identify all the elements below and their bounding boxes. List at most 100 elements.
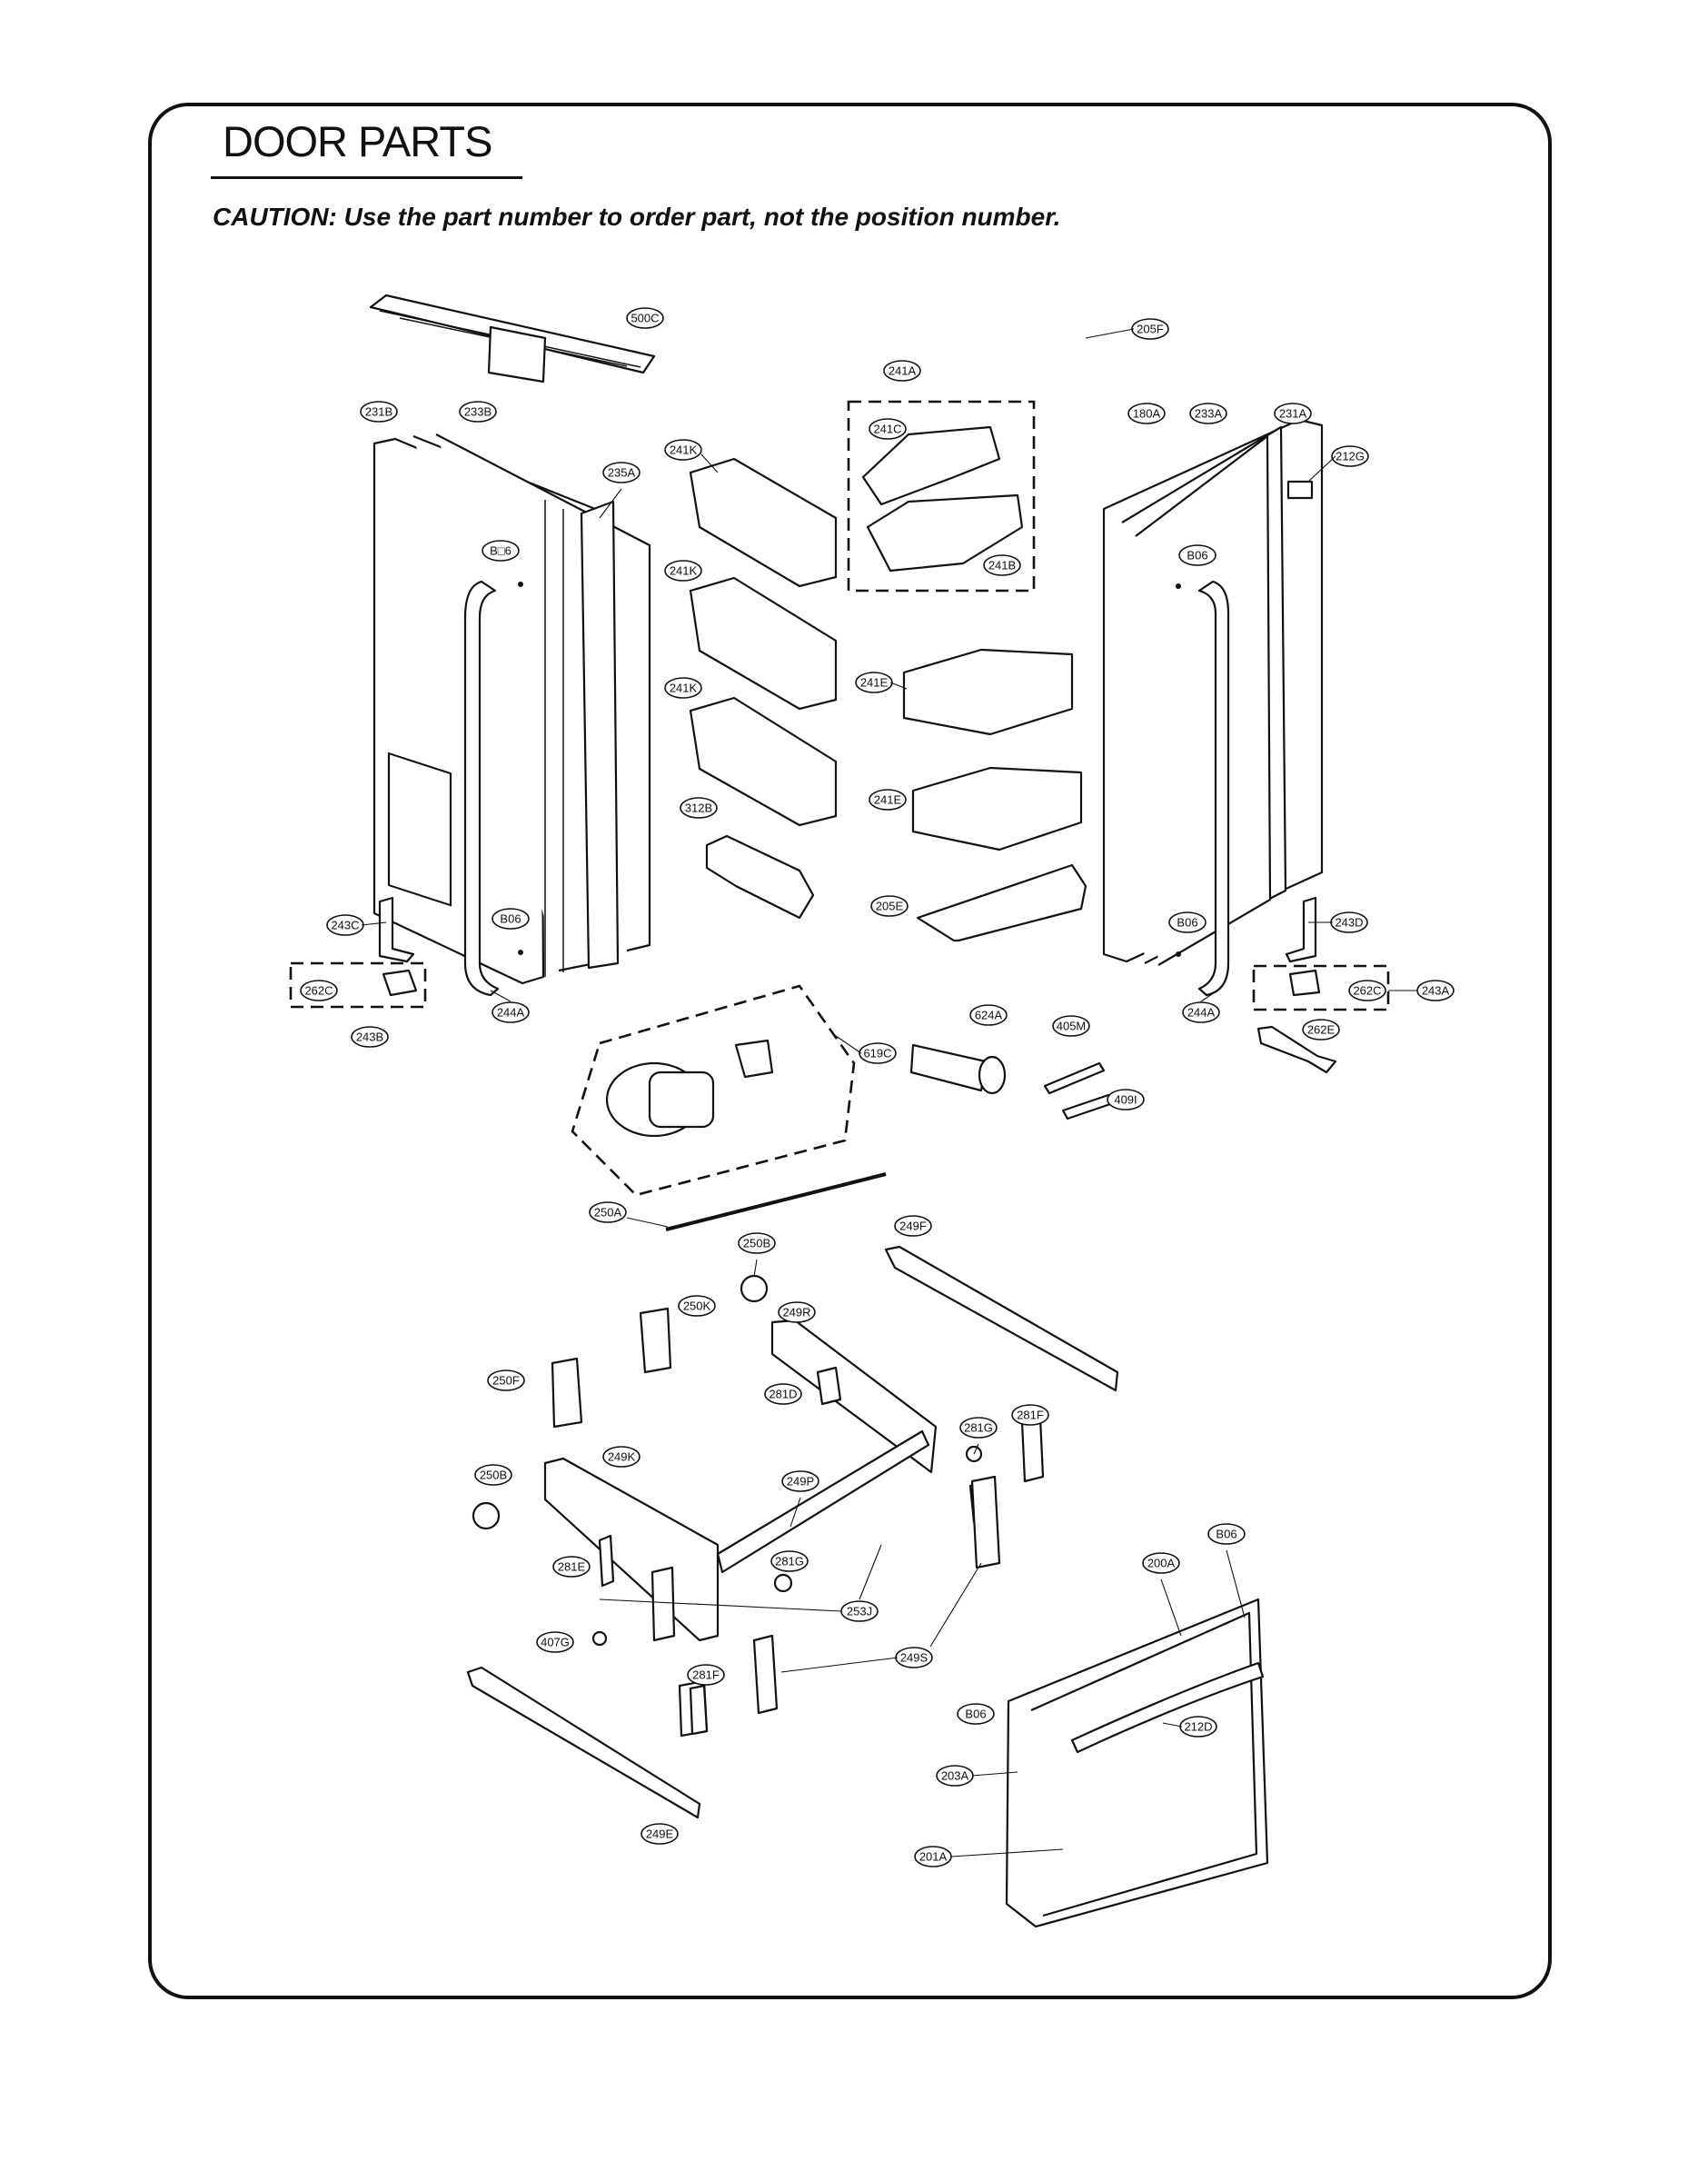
callout-text: 250B [743,1237,770,1250]
page-title: DOOR PARTS [223,117,492,165]
callout-262c: 262C [300,980,338,1001]
callout-text: 241E [874,793,902,807]
callout-244a: 244A [492,1001,530,1023]
callout-text: 405M [1057,1020,1087,1033]
callout-407g: 407G [536,1631,574,1653]
leader-line [835,1035,862,1054]
callout-text: B06 [1216,1528,1236,1541]
caution-note: CAUTION: Use the part number to order pa… [213,203,1061,231]
parts-drawing [289,294,1390,1928]
leader-line [1160,1578,1182,1637]
callout-231a: 231A [1274,403,1312,424]
callout-500c: 500C [626,307,664,329]
callout-203a: 203A [936,1765,974,1787]
callout-text: 262E [1307,1023,1336,1037]
callout-b06: B06 [1168,911,1207,933]
callout-text: 249K [608,1450,636,1464]
callout-250b: 250B [474,1464,512,1486]
door-bin-241K-1 [689,457,838,588]
door-bin-241K-3 [689,696,838,827]
callout-text: 231B [365,405,392,419]
door-bin-241E-2 [911,766,1083,851]
group-619C-box [571,984,856,1197]
left-gasket-strip [580,500,620,970]
callout-text: 500C [631,312,659,325]
leader-line [1307,455,1336,483]
callout-205f: 205F [1131,318,1169,340]
callout-250a: 250A [589,1201,627,1223]
callout-281g: 281G [959,1417,998,1439]
callout-text: 249E [646,1827,674,1841]
callout-212d: 212D [1179,1716,1217,1738]
callout-text: 281F [692,1668,720,1682]
callout-250k: 250K [678,1295,716,1317]
callout-241k: 241K [664,677,702,699]
callout-text: 312B [685,802,712,815]
callout-281g: 281G [770,1550,809,1572]
leader-lines [361,328,1417,1857]
callout-241e: 241E [869,789,907,811]
leader-line [1085,328,1135,339]
leader-line [973,1443,979,1455]
rail-249P [716,1429,930,1574]
callout-243c: 243C [326,914,364,936]
leader-line [859,1544,882,1600]
leader-line [490,990,511,1002]
door-bin-241E-1 [902,648,1074,736]
callout-text: 253J [847,1605,872,1618]
callout-281e: 281E [552,1556,591,1578]
callout-201a: 201A [914,1846,952,1867]
callout-text: B□6 [490,544,511,558]
leader-line [753,1259,758,1278]
callout-text: 281G [775,1555,804,1569]
callout-text: 250A [594,1206,622,1220]
callout-249e: 249E [640,1823,679,1845]
callout-text: 243C [331,919,359,932]
callout-241b: 241B [983,554,1021,576]
callout-text: 249S [900,1651,928,1665]
callout-249k: 249K [602,1446,640,1468]
rail-249E [466,1666,701,1819]
callout-200a: 200A [1142,1552,1180,1574]
callout-text: 243B [356,1031,383,1044]
callout-text: B06 [500,912,521,926]
leader-line [626,1217,669,1228]
callout-text: 241A [889,364,917,378]
callout-text: 281F [1017,1409,1044,1422]
left-door-handle [463,580,500,997]
callout-text: 241E [860,676,889,690]
callout-text: 205E [876,900,904,913]
callout-262c: 262C [1348,980,1386,1001]
callout-624a: 624A [969,1004,1008,1026]
leader-line [889,682,908,690]
callout-312b: 312B [680,797,718,819]
callout-235a: 235A [602,462,640,483]
leader-line [950,1848,1064,1857]
callout-text: 241C [873,423,901,436]
callout-243a: 243A [1416,980,1455,1001]
leader-line [789,1497,801,1528]
group-243A-box [1252,964,1390,1011]
callout-text: 205F [1137,323,1164,336]
callout-text: 249R [782,1306,810,1320]
callout-text: 244A [497,1006,525,1020]
callout-text: 281G [964,1421,993,1435]
callout-205e: 205E [870,895,909,917]
callout-281f: 281F [1011,1404,1049,1426]
callout-212g: 212G [1331,445,1369,467]
callout-text: 241K [670,682,698,695]
callout-text: 203A [941,1769,969,1783]
callout-241c: 241C [869,418,907,440]
right-door-handle [1197,580,1230,997]
callout-243d: 243D [1330,911,1368,933]
leader-line [700,453,719,473]
callout-281d: 281D [764,1383,802,1405]
rail-249F [884,1245,1119,1392]
leader-line [361,921,387,926]
callout-text: 262C [1353,984,1381,998]
callout-b6: B□6 [482,540,520,562]
callout-text: 250B [480,1469,507,1482]
callout-text: B06 [1177,916,1197,930]
